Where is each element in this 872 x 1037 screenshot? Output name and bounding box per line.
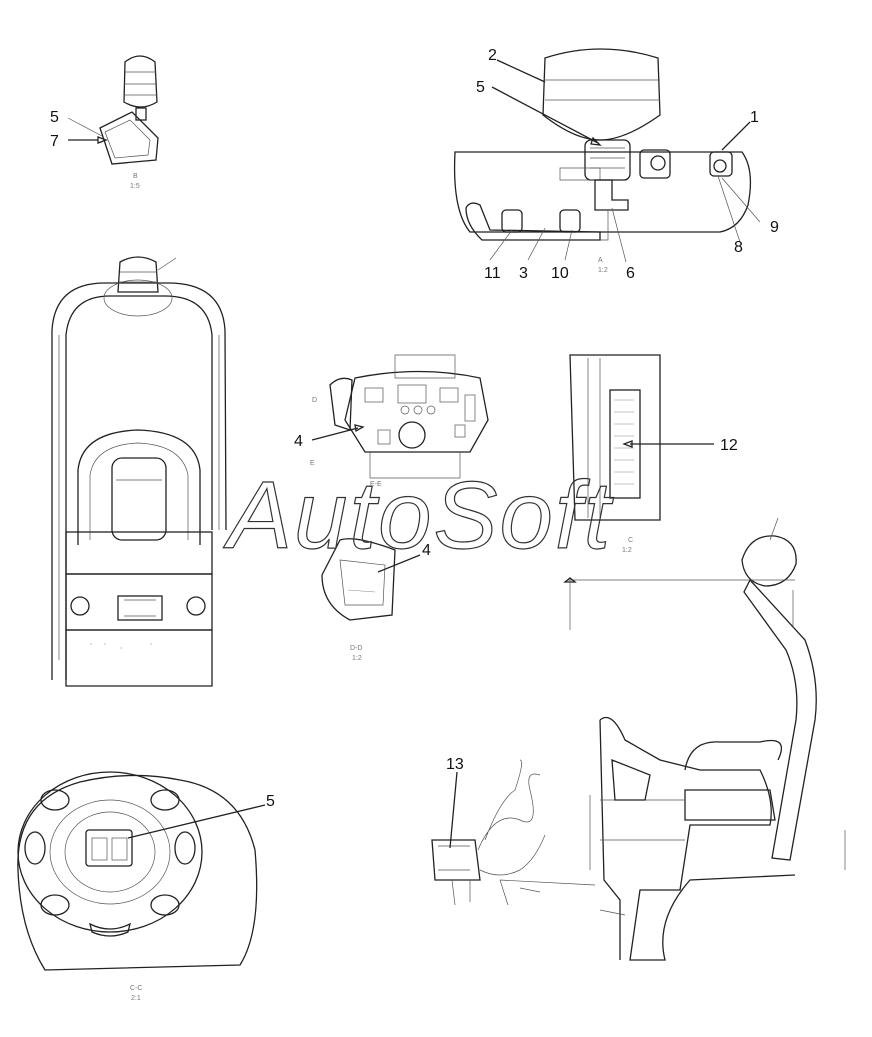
callout-5-view-c: 5 — [266, 793, 275, 810]
callout-1: 1 — [750, 109, 759, 126]
svg-text:E: E — [310, 460, 315, 467]
callout-13: 13 — [446, 756, 464, 773]
callout-4-detail: 4 — [422, 542, 431, 559]
callout-4-dashboard: 4 — [294, 433, 303, 450]
view-a-label: A — [598, 257, 603, 264]
svg-text:D: D — [312, 397, 317, 404]
side-view-machine — [431, 535, 846, 961]
callout-5-view-b: 5 — [50, 109, 59, 126]
view-c-scale: 2:1 — [131, 995, 141, 1002]
callout-8: 8 — [734, 239, 743, 256]
view-d-scale: 1:2 — [352, 655, 362, 662]
view-a-scale: 1:2 — [598, 267, 608, 274]
view-e-label: E-E — [370, 481, 382, 488]
callout-7: 7 — [50, 133, 59, 150]
view-d-label: D-D — [350, 645, 362, 652]
callout-numbers: 5 7 2 5 1 9 8 11 3 10 6 4 12 4 5 13 — [50, 47, 779, 810]
callout-3: 3 — [519, 265, 528, 282]
callout-12: 12 — [720, 437, 738, 454]
view-d-dashboard — [329, 354, 489, 479]
svg-text:1:2: 1:2 — [622, 547, 632, 554]
view-b-label: B — [133, 173, 138, 180]
callout-11: 11 — [484, 265, 501, 282]
svg-text:C: C — [628, 537, 633, 544]
view-c-label: C-C — [130, 985, 142, 992]
callout-6: 6 — [626, 265, 635, 282]
front-view-rops-seat — [51, 256, 227, 687]
callout-2: 2 — [488, 47, 497, 64]
view-b-beacon — [99, 55, 159, 165]
watermark-text: AutoSoft — [223, 462, 614, 569]
callout-9: 9 — [770, 219, 779, 236]
callout-5-view-a: 5 — [476, 79, 485, 96]
view-a-assembly — [453, 48, 752, 241]
view-c-circular-detail — [17, 771, 258, 971]
view-b-scale: 1:5 — [130, 183, 140, 190]
leader-lines — [67, 59, 779, 849]
view-e-detail — [321, 538, 396, 621]
callout-10: 10 — [551, 265, 569, 282]
